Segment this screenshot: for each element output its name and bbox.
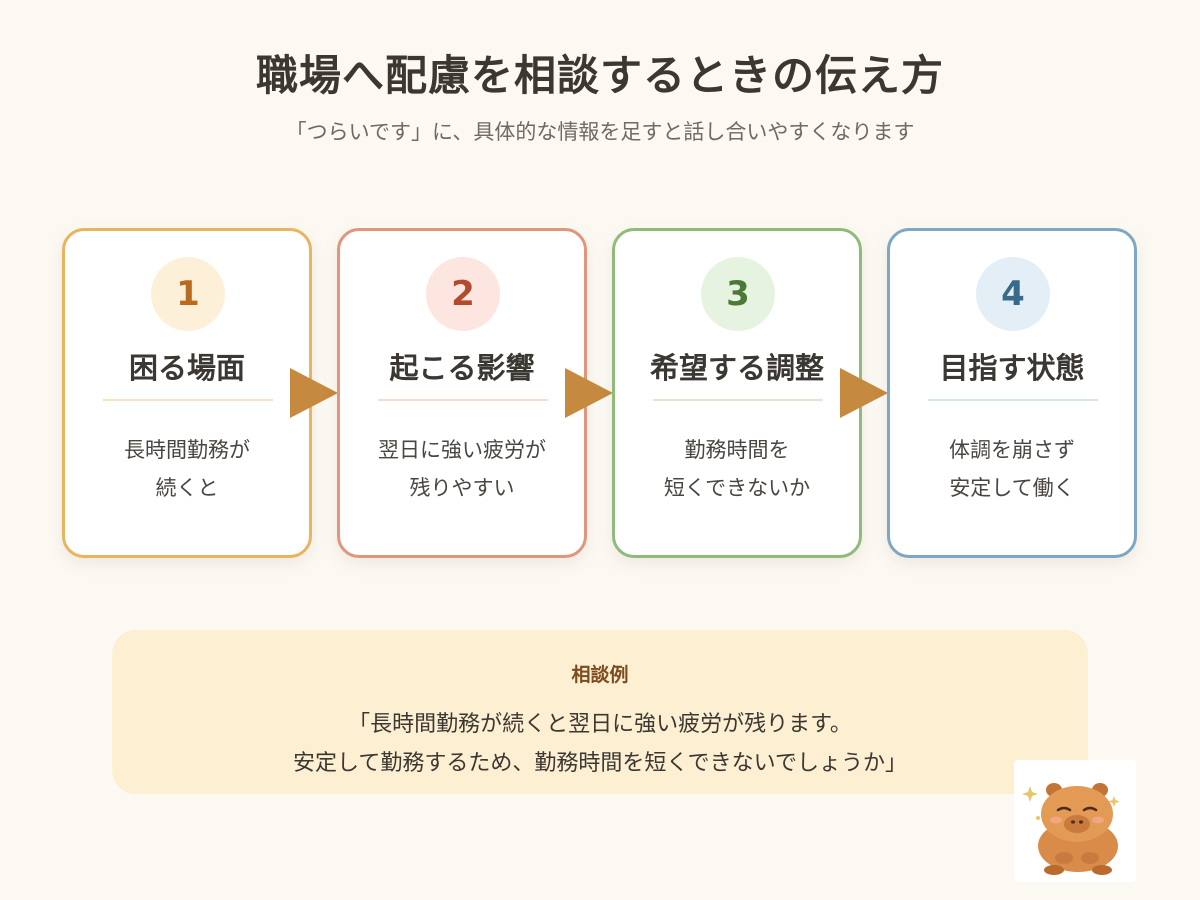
step-card-3: 3 希望する調整 勤務時間を 短くできないか (612, 228, 862, 558)
step-number-badge: 1 (151, 257, 225, 331)
step-card-2: 2 起こる影響 翌日に強い疲労が 残りやすい (337, 228, 587, 558)
capybara-mascot-icon (1014, 760, 1136, 882)
step-description-line: 続くと (155, 476, 219, 500)
step-description: 翌日に強い疲労が 残りやすい (340, 431, 584, 507)
step-description-line: 長時間勤務が (124, 438, 250, 462)
example-line-2: 安定して勤務するため、勤務時間を短くできないでしょうか」 (292, 751, 908, 776)
step-description-line: 翌日に強い疲労が (378, 438, 546, 462)
capybara-icon (1022, 783, 1120, 875)
step-description: 体調を崩さず 安定して働く (890, 431, 1134, 507)
step-title: 目指す状態 (939, 351, 1085, 385)
arrow-right-icon (840, 368, 888, 418)
step-card-1: 1 困る場面 長時間勤務が 続くと (62, 228, 312, 558)
step-description-line: 安定して働く (949, 476, 1075, 500)
step-description-line: 残りやすい (409, 476, 515, 500)
example-label: 相談例 (571, 664, 629, 686)
step-number-badge: 3 (701, 257, 775, 331)
page-title: 職場へ配慮を相談するときの伝え方 (255, 51, 944, 100)
step-card-4: 4 目指す状態 体調を崩さず 安定して働く (887, 228, 1137, 558)
step-divider (378, 399, 548, 401)
example-line-1: 「長時間勤務が続くと翌日に強い疲労が残ります。 (348, 712, 852, 737)
step-title: 困る場面 (128, 351, 245, 385)
step-description: 勤務時間を 短くできないか (615, 431, 859, 507)
step-description-line: 体調を崩さず (949, 438, 1075, 462)
arrow-right-icon (290, 368, 338, 418)
step-description: 長時間勤務が 続くと (65, 431, 309, 507)
step-title: 希望する調整 (649, 351, 824, 385)
step-number-badge: 4 (976, 257, 1050, 331)
arrow-right-icon (565, 368, 613, 418)
step-divider (103, 399, 273, 401)
page-subtitle: 「つらいです」に、具体的な情報を足すと話し合いやすくなります (285, 120, 915, 144)
step-description-line: 短くできないか (663, 476, 811, 500)
step-number-badge: 2 (426, 257, 500, 331)
example-box: 相談例 「長時間勤務が続くと翌日に強い疲労が残ります。 安定して勤務するため、勤… (112, 630, 1088, 794)
step-description-line: 勤務時間を (684, 438, 790, 462)
step-divider (653, 399, 823, 401)
step-divider (928, 399, 1098, 401)
step-title: 起こる影響 (389, 351, 535, 385)
